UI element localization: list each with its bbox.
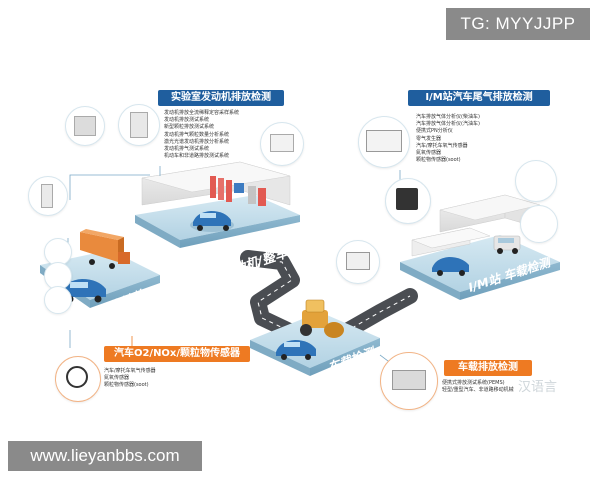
im-item: 便携式PN分析仪 <box>416 128 453 135</box>
sensor-image-3 <box>44 286 72 314</box>
lab-title: 实验室发动机排放检测 <box>158 90 284 106</box>
im-item: 汽车排放气体分析仪(汽油车) <box>416 121 480 128</box>
im-item: 颗粒物传感器(soot) <box>416 157 461 164</box>
sensor-image-1 <box>44 238 72 266</box>
pems-device-icon <box>392 370 426 390</box>
im-item: 氮氧传感器 <box>416 150 442 157</box>
instrument-icon <box>270 134 294 152</box>
zero-gas-generator-icon <box>346 252 370 270</box>
lab-item: 发动机排放测试系统 <box>164 117 210 124</box>
vehicle-item: 便携式排放测试系统(PEMS) <box>442 380 505 386</box>
im-item: 汽车排放气体分析仪(柴油车) <box>416 114 480 120</box>
engine-lab-platform <box>135 161 300 248</box>
im-item: 零气发生器 <box>416 135 442 142</box>
sensor-item: 汽车/摩托车氧气传感器 <box>104 368 156 374</box>
analyzer-box-icon <box>366 130 402 152</box>
lab-equipment-image-2 <box>118 104 160 146</box>
lab-item: 发动机排放全流稀释定容采样系统 <box>164 110 240 116</box>
vehicle-title: 车载排放检测 <box>444 360 532 376</box>
im-item: 汽车/摩托车氧气传感器 <box>416 142 468 149</box>
sensor-title: 汽车O2/NOx/颗粒物传感器 <box>104 346 250 362</box>
sensor-item-list: 汽车/摩托车氧气传感器 氮氧传感器 颗粒物传感器(soot) <box>104 368 156 390</box>
im-sensor-image-1 <box>515 160 557 202</box>
lab-item: 新型颗粒排放测试系统 <box>164 124 215 131</box>
site-logo-watermark: 汉语言 <box>518 380 558 395</box>
analyzer-cabinet-icon <box>74 116 96 136</box>
im-sensor-image-2 <box>520 205 558 243</box>
sampling-system-icon <box>130 112 148 138</box>
website-watermark: www.lieyanbbs.com <box>8 441 202 471</box>
gas-analyzer-icon <box>396 188 418 210</box>
sensor-item: 氮氧传感器 <box>104 375 130 382</box>
tg-watermark: TG: MYYJJPP <box>446 8 590 40</box>
im-title: I/M站汽车尾气排放检测 <box>408 90 550 106</box>
sensor-item: 颗粒物传感器(soot) <box>104 382 149 389</box>
vehicle-item-list: 便携式排放测试系统(PEMS) 轻型/重型汽车、非道路移动机械 <box>442 380 514 394</box>
lab-item-list: 发动机排放全流稀释定容采样系统 发动机排放测试系统 新型颗粒排放测试系统 发动机… <box>164 110 239 160</box>
sensor-cable-icon <box>66 366 88 388</box>
vehicle-item: 轻型/重型汽车、非道路移动机械 <box>442 387 514 394</box>
im-station-platform <box>400 194 560 300</box>
tower-icon <box>41 184 53 208</box>
lab-item: 发动机排气颗粒数量分析系统 <box>164 131 230 138</box>
sensor-bundle-image <box>55 356 101 402</box>
im-item-list: 汽车排放气体分析仪(柴油车) 汽车排放气体分析仪(汽油车) 便携式PN分析仪 零… <box>416 114 480 164</box>
vehicle-test-platform <box>250 299 380 376</box>
lab-item: 发动机排气测试系统 <box>164 146 210 153</box>
lab-item: 激光光谱发动机排放分析系统 <box>164 138 230 145</box>
lab-item: 机动车和非道路排放测试系统 <box>164 153 230 160</box>
